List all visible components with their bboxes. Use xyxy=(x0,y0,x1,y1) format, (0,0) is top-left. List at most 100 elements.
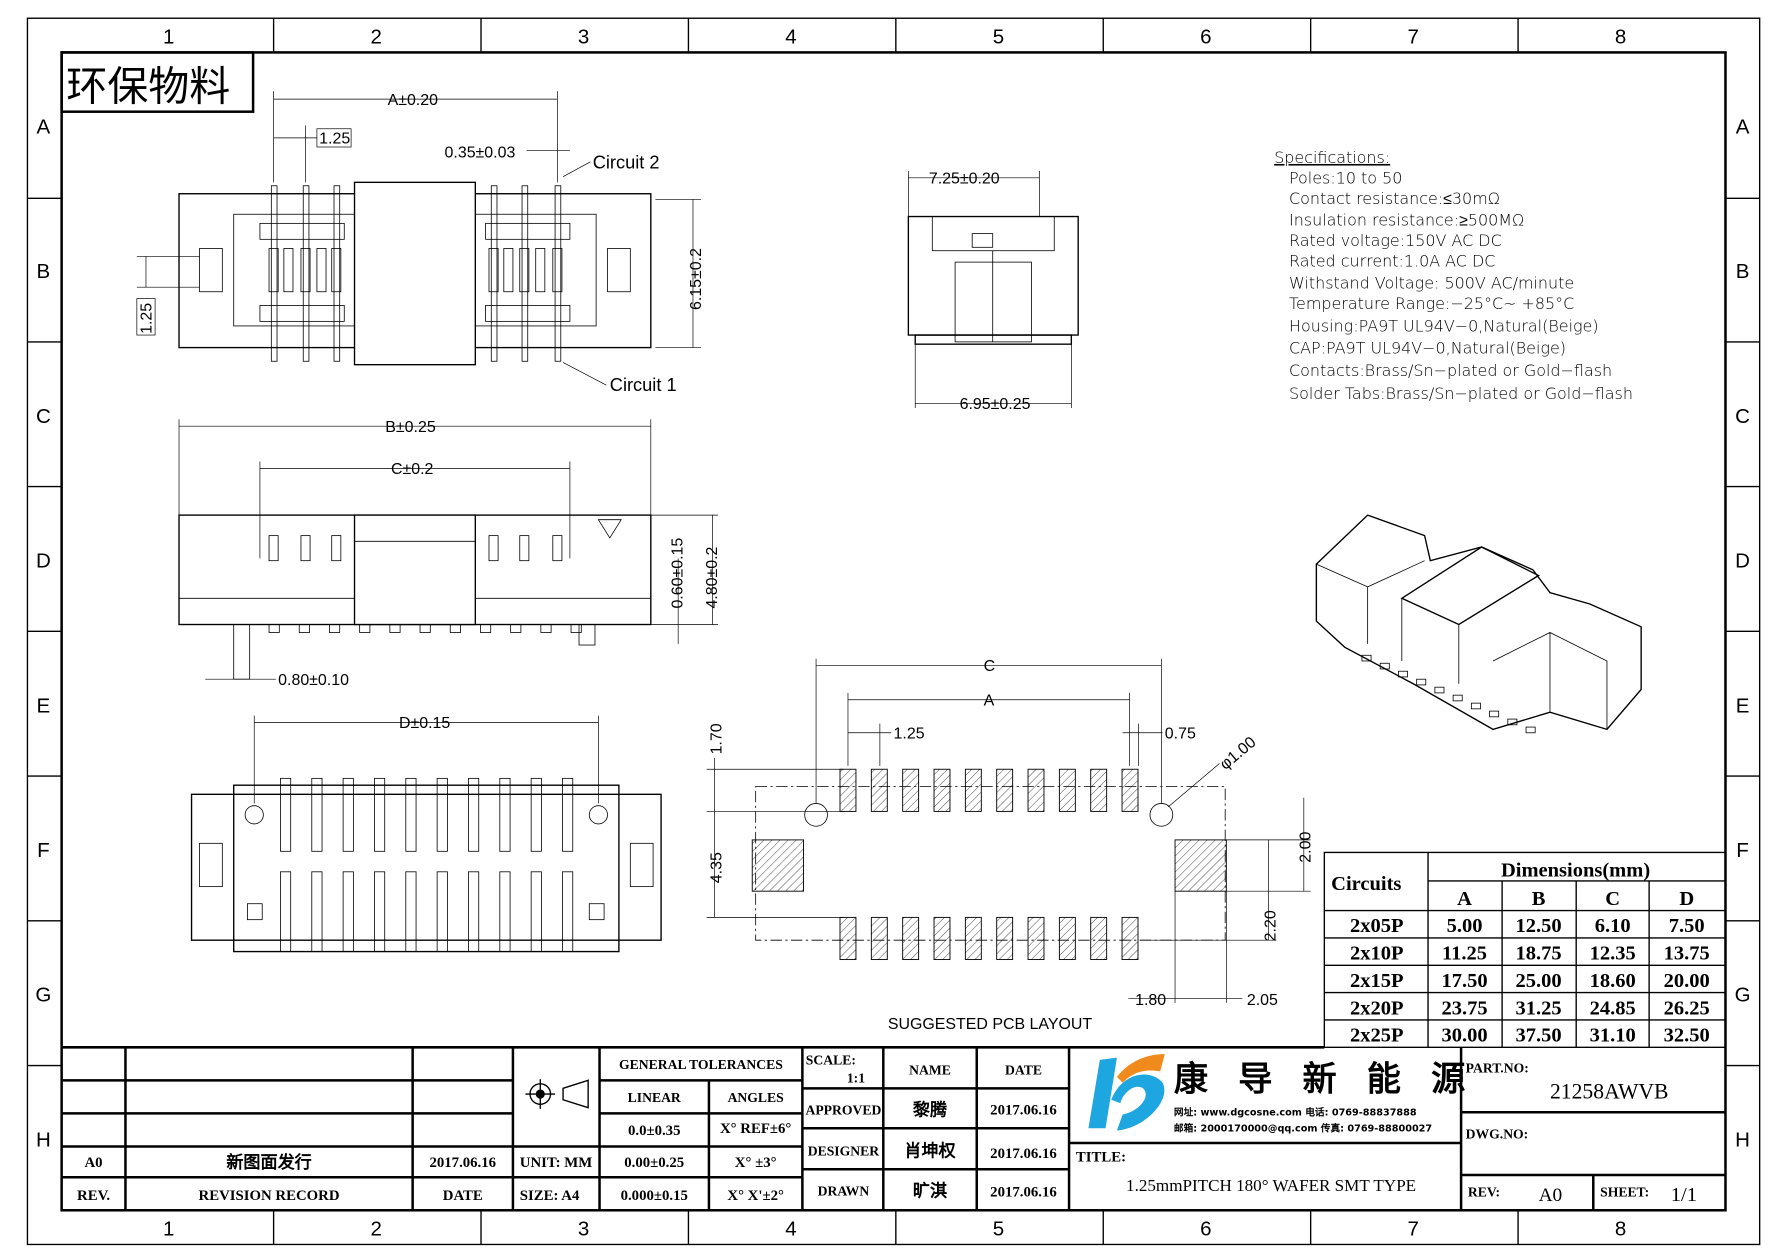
table-value-cell: 6.10 xyxy=(1595,915,1631,937)
pcb-pad xyxy=(1058,916,1076,961)
pcb-pad xyxy=(902,768,920,812)
table-value-cell: 32.50 xyxy=(1664,1025,1710,1047)
solder-lead xyxy=(1470,702,1481,710)
table-col-header: C xyxy=(1605,888,1620,910)
dim-height-top: 6.15±0.2 xyxy=(688,248,705,310)
solder-lead xyxy=(268,624,280,633)
row-label: H xyxy=(36,1128,51,1151)
pcb-dim-tab-height: 2.00 xyxy=(1298,832,1315,863)
solder-lead xyxy=(1452,694,1463,702)
contact xyxy=(316,248,327,293)
contact xyxy=(280,871,292,952)
pin xyxy=(302,185,310,362)
pcb-dim-pad-width: 0.75 xyxy=(1165,725,1196,742)
side-view: 7.25±0.20 6.95±0.25 xyxy=(907,170,1079,413)
pcb-pad xyxy=(1027,916,1045,961)
column-label: 5 xyxy=(993,1217,1004,1240)
contact xyxy=(552,248,563,293)
size-label: SIZE: A4 xyxy=(520,1188,580,1204)
contact xyxy=(503,248,514,293)
rev-value: A0 xyxy=(1539,1185,1563,1206)
angle-tolerance: X° REF±6° xyxy=(720,1121,791,1137)
dim-foot: 0.80±0.10 xyxy=(278,672,349,689)
sheet-label: SHEET: xyxy=(1600,1185,1649,1200)
table-value-cell: 26.25 xyxy=(1664,997,1710,1019)
solder-lead xyxy=(1398,670,1408,678)
column-label: 2 xyxy=(370,25,381,48)
company-contact: 邮箱: 2000170000@qq.com 传真: 0769-88800027 xyxy=(1174,1122,1432,1135)
table-circuits-cell: 2x10P xyxy=(1350,943,1404,965)
column-label: 4 xyxy=(785,25,796,48)
contact xyxy=(530,777,542,852)
unit-label: UNIT: MM xyxy=(520,1155,592,1171)
solder-lead xyxy=(570,624,582,633)
table-value-cell: 25.00 xyxy=(1516,970,1562,992)
pin xyxy=(488,535,499,562)
row-label: C xyxy=(1735,405,1750,428)
solder-lead xyxy=(1489,710,1500,718)
pcb-pad xyxy=(870,768,888,812)
date-column-header: DATE xyxy=(1005,1063,1042,1078)
spec-line: Rated current:1.0A AC DC xyxy=(1289,252,1495,271)
table-value-cell: 13.75 xyxy=(1664,943,1710,965)
pcb-dim-c: C xyxy=(984,658,996,675)
dim-b: B±0.25 xyxy=(385,419,436,436)
pin xyxy=(490,185,498,362)
row-label: D xyxy=(36,550,51,573)
pcb-pad xyxy=(933,916,951,961)
table-value-cell: 17.50 xyxy=(1441,970,1487,992)
contact xyxy=(468,777,480,852)
solder-lead xyxy=(480,624,492,633)
eco-material-stamp xyxy=(60,51,255,113)
designer-date: 2017.06.16 xyxy=(990,1146,1057,1162)
column-label: 7 xyxy=(1408,25,1419,48)
pcb-pad xyxy=(1121,768,1139,812)
spec-line: Poles:10 to 50 xyxy=(1289,168,1402,187)
contact xyxy=(331,248,342,293)
table-value-cell: 23.75 xyxy=(1441,997,1487,1019)
solder-lead xyxy=(540,624,552,633)
contact xyxy=(268,248,279,293)
specifications: Specifications: Poles:10 to 50 Contact r… xyxy=(1274,148,1633,403)
pin xyxy=(521,185,529,362)
linear-tolerance: 0.0±0.35 xyxy=(628,1123,681,1139)
solder-lead xyxy=(1507,718,1518,726)
pcb-pad xyxy=(1027,768,1045,812)
table-value-cell: 18.60 xyxy=(1590,970,1636,992)
pcb-layout: C A 1.25 0.75 φ1.00 1.70 4.35 2.00 2.20 … xyxy=(706,658,1315,1033)
solder-lead xyxy=(329,624,341,633)
column-label: 4 xyxy=(785,1217,796,1240)
solder-lead xyxy=(449,624,461,633)
spec-line: Temperature Range:−25°C~ +85°C xyxy=(1289,294,1574,313)
contact xyxy=(535,248,546,293)
table-value-cell: 24.85 xyxy=(1590,997,1636,1019)
row-label: F xyxy=(1736,839,1749,862)
pcb-caption: SUGGESTED PCB LAYOUT xyxy=(888,1016,1093,1033)
revision-record-header: REVISION RECORD xyxy=(199,1188,340,1204)
pcb-pad xyxy=(1090,768,1108,812)
column-label: 1 xyxy=(163,1217,174,1240)
isometric-view xyxy=(1315,514,1642,734)
dim-pin-height: 0.60±0.15 xyxy=(670,538,687,609)
table-value-cell: 31.10 xyxy=(1590,1025,1636,1047)
spec-line: Contacts:Brass/Sn−plated or Gold−flash xyxy=(1289,361,1612,380)
designer-label: DESIGNER xyxy=(808,1144,879,1159)
table-col-header: D xyxy=(1679,888,1694,910)
contact xyxy=(436,871,448,952)
column-label: 7 xyxy=(1408,1217,1419,1240)
column-label: 6 xyxy=(1200,1217,1211,1240)
company-logo xyxy=(1088,1054,1165,1131)
dim-a: A±0.20 xyxy=(388,92,439,109)
row-label: F xyxy=(37,839,50,862)
dim-pitch-top: 1.25 xyxy=(319,131,350,148)
contact xyxy=(311,777,323,852)
pcb-dim-tab-width: 2.05 xyxy=(1247,992,1278,1009)
contact xyxy=(436,777,448,852)
sheet-value: 1/1 xyxy=(1671,1184,1697,1206)
row-label: C xyxy=(36,405,51,428)
pin xyxy=(300,535,311,562)
pcb-pad xyxy=(839,768,857,812)
dim-total-height: 4.80±0.2 xyxy=(704,546,721,608)
